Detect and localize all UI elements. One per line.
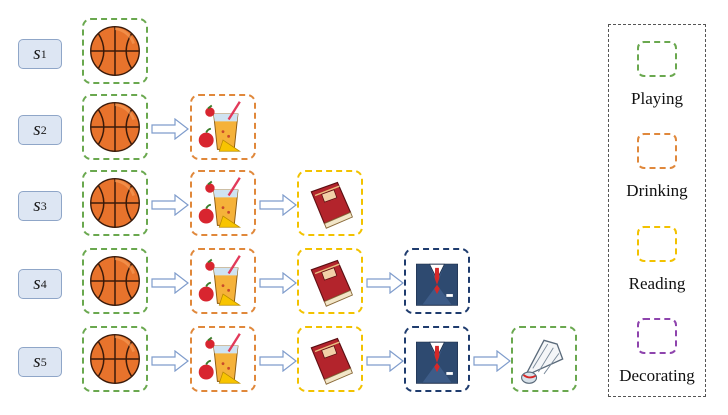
legend-swatch	[637, 133, 677, 169]
drinking-tile	[190, 170, 256, 236]
basketball-icon	[87, 253, 143, 309]
arrow-icon	[473, 350, 511, 372]
legend-label: Playing	[631, 89, 683, 108]
book-icon	[302, 253, 358, 309]
book-icon	[302, 175, 358, 231]
legend-item-playing: Playing	[609, 41, 705, 109]
drinking-tile	[190, 94, 256, 160]
arrow-icon	[259, 194, 297, 216]
suit-icon	[409, 253, 465, 309]
working-tile	[404, 248, 470, 314]
arrow-icon	[151, 350, 189, 372]
legend-item-decorating: Decorating	[609, 318, 705, 386]
juice-icon	[195, 99, 251, 155]
badminton-tile	[511, 326, 577, 392]
juice-icon	[195, 175, 251, 231]
legend-item-reading: Reading	[609, 226, 705, 294]
legend: Playing Drinking Reading Decorating	[608, 24, 706, 397]
legend-label: Decorating	[619, 366, 695, 385]
suit-icon	[409, 331, 465, 387]
basketball-icon	[87, 175, 143, 231]
reading-tile	[297, 170, 363, 236]
arrow-icon	[151, 194, 189, 216]
legend-label: Reading	[628, 274, 686, 293]
working-tile	[404, 326, 470, 392]
legend-swatch	[637, 318, 677, 354]
arrow-icon	[366, 350, 404, 372]
arrow-icon	[259, 272, 297, 294]
reading-tile	[297, 326, 363, 392]
juice-icon	[195, 331, 251, 387]
basketball-icon	[87, 99, 143, 155]
drinking-tile	[190, 326, 256, 392]
juice-icon	[195, 253, 251, 309]
playing-tile	[82, 248, 148, 314]
legend-swatch	[637, 41, 677, 77]
book-icon	[302, 331, 358, 387]
playing-tile	[82, 18, 148, 84]
arrow-icon	[366, 272, 404, 294]
drinking-tile	[190, 248, 256, 314]
playing-tile	[82, 326, 148, 392]
basketball-icon	[87, 331, 143, 387]
reading-tile	[297, 248, 363, 314]
legend-swatch	[637, 226, 677, 262]
legend-label: Drinking	[626, 181, 688, 200]
arrow-icon	[151, 118, 189, 140]
arrow-icon	[259, 350, 297, 372]
basketball-icon	[87, 23, 143, 79]
shuttlecock-icon	[516, 331, 572, 387]
arrow-icon	[151, 272, 189, 294]
legend-item-drinking: Drinking	[609, 133, 705, 201]
playing-tile	[82, 94, 148, 160]
playing-tile	[82, 170, 148, 236]
